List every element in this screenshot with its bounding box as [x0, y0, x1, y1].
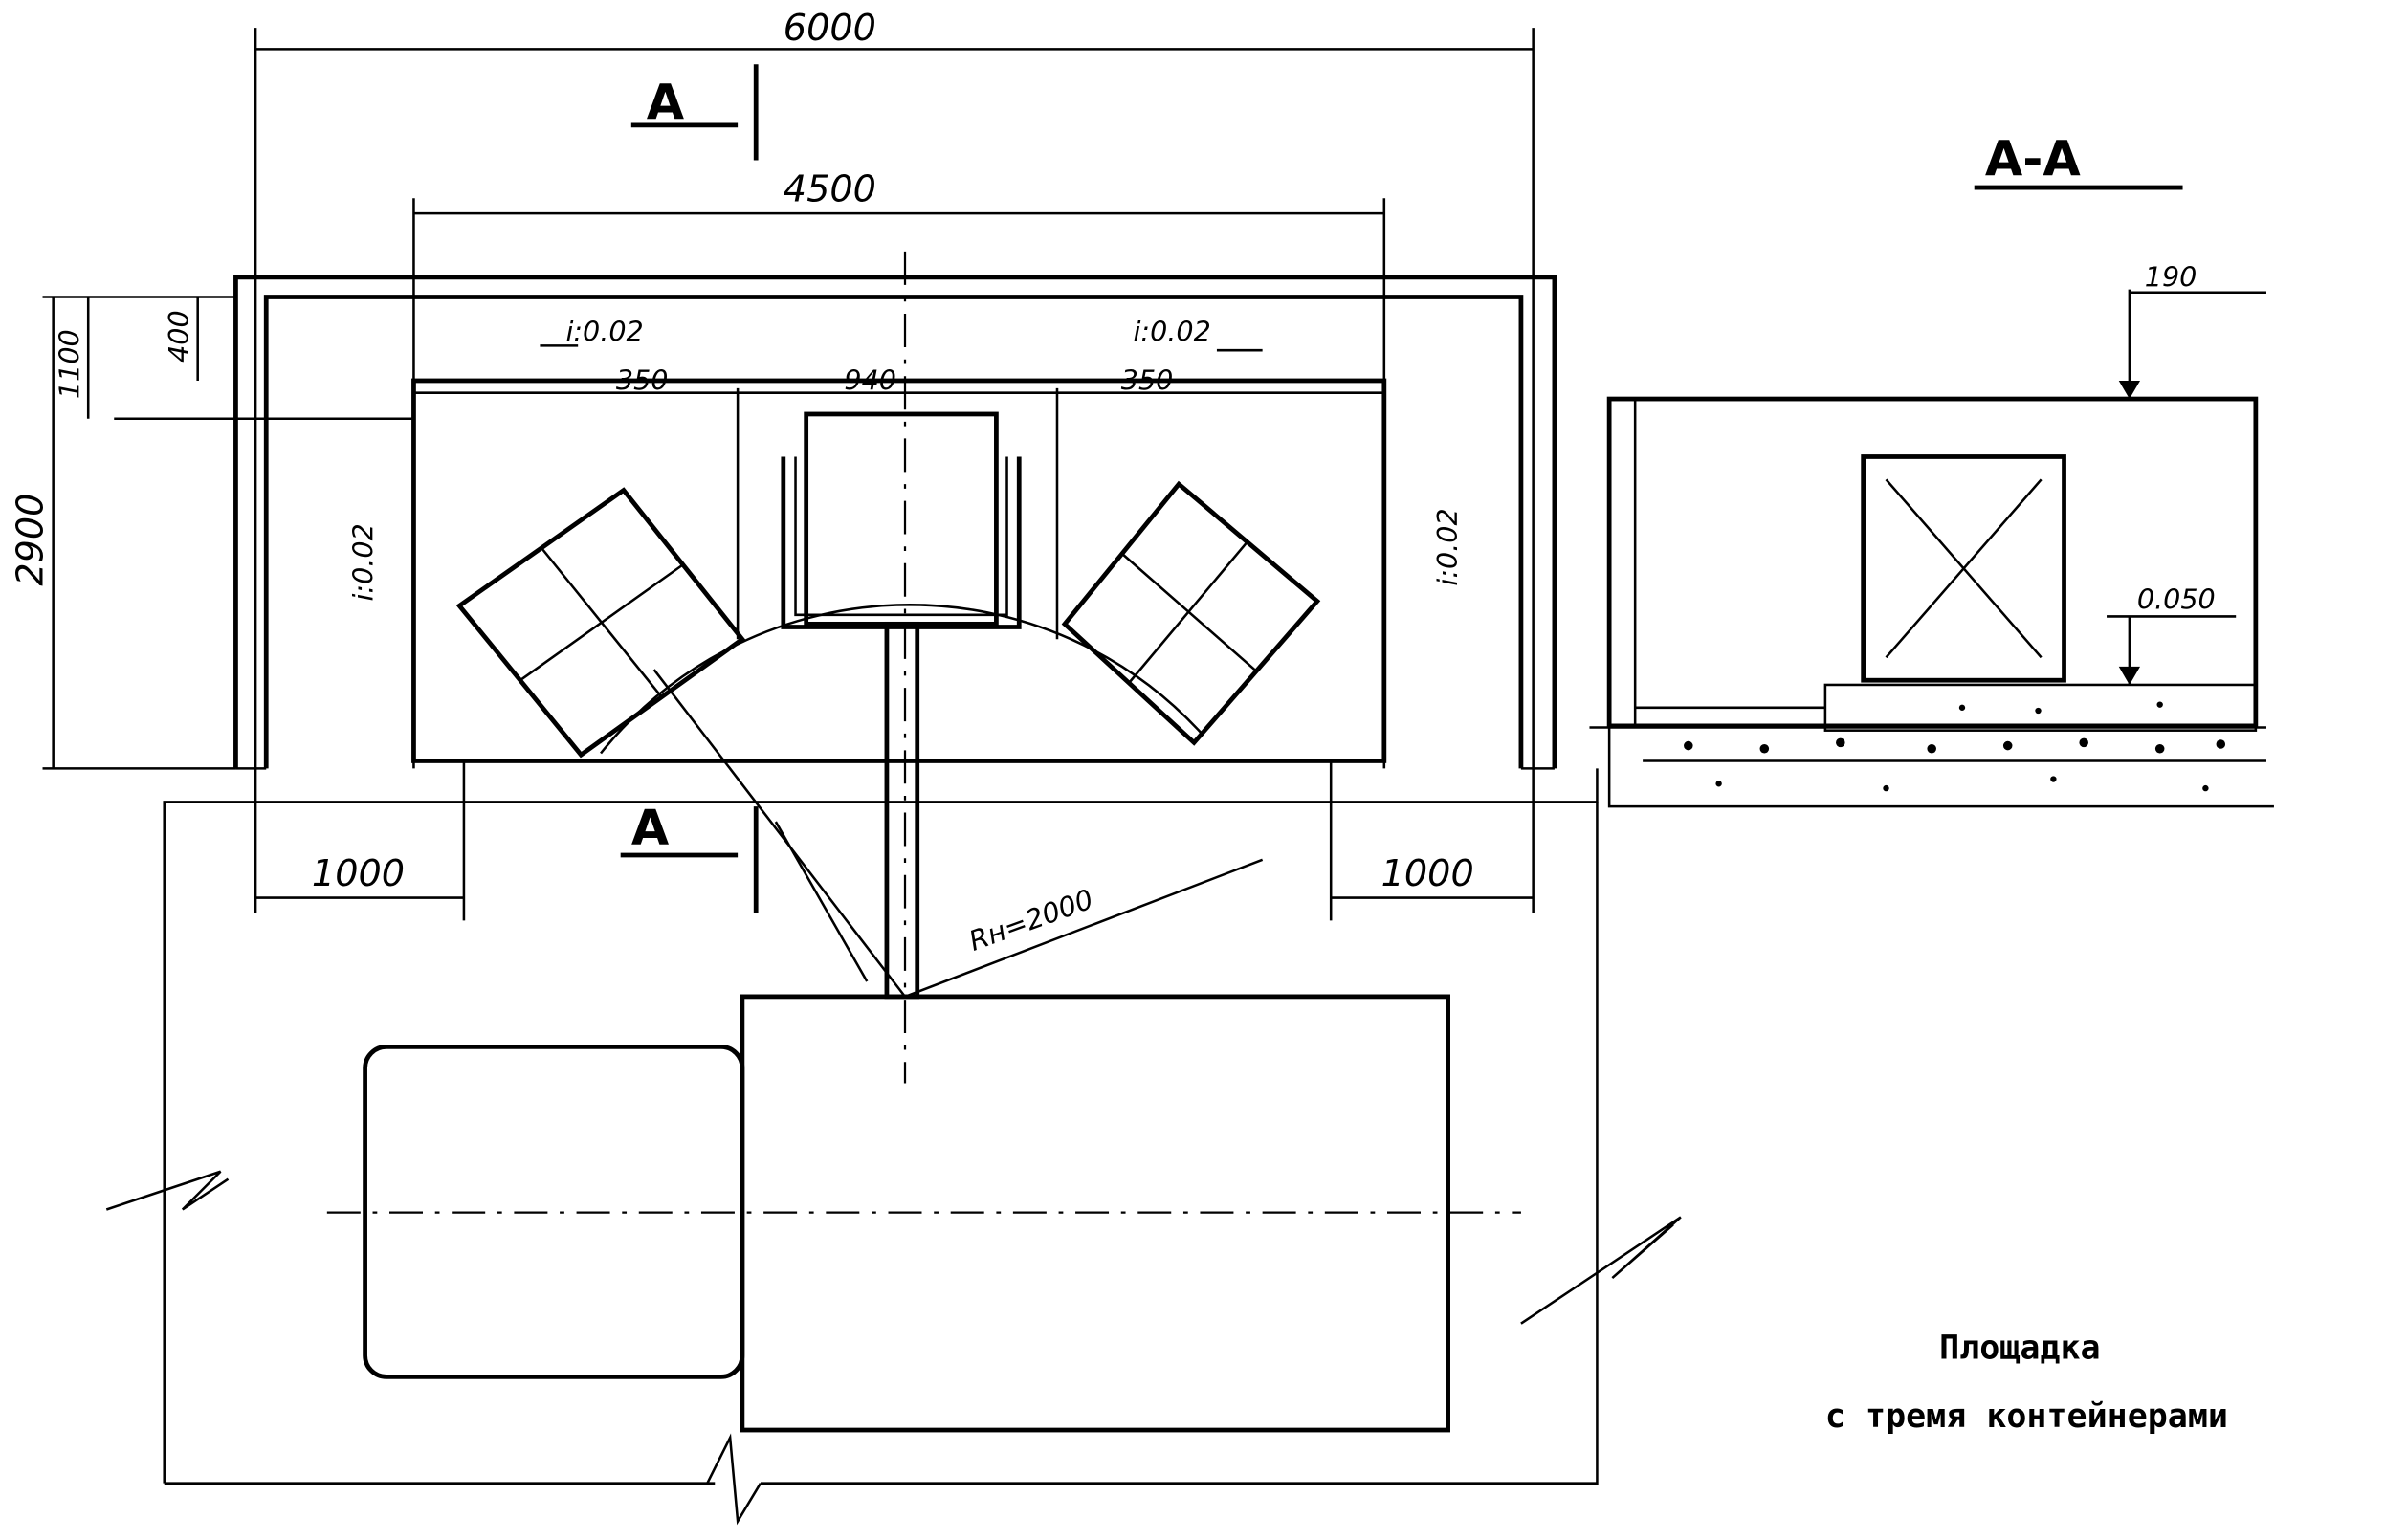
center-container	[781, 411, 1022, 629]
center-post	[884, 621, 920, 1000]
slope-label: i:0.02	[347, 523, 380, 601]
road-outline	[163, 768, 1599, 1484]
fence	[233, 275, 1557, 770]
garbage-truck	[363, 994, 1450, 1433]
thickness-label: 190	[2145, 260, 2197, 293]
break-mark	[706, 1433, 762, 1526]
svg-text:А: А	[631, 800, 670, 856]
caption-title: Площадка	[1939, 1329, 2100, 1367]
dim-350-left: 350	[616, 364, 669, 397]
dim-400: 400	[163, 310, 195, 363]
dim-4500: 4500	[412, 167, 1386, 769]
dim-4500-label: 4500	[784, 167, 876, 209]
dim-1000-right: 1000	[1381, 852, 1474, 894]
slope-label: i:0.02	[1133, 316, 1210, 348]
right-container	[1061, 480, 1321, 746]
dim-1100: 1100	[54, 329, 86, 399]
turning-arc	[600, 604, 1203, 755]
dim-2900: 2900	[10, 494, 52, 586]
slope-label: i:0.02	[565, 316, 643, 348]
left-container	[455, 487, 746, 759]
svg-text:А: А	[647, 75, 685, 131]
break-mark	[105, 1170, 230, 1211]
dim-6000: 6000	[254, 7, 1535, 913]
section-marker-bottom: А	[620, 800, 759, 913]
dim-1000-left: 1000	[312, 852, 405, 894]
section-title: А-А	[1985, 130, 2081, 187]
platform	[411, 378, 1387, 763]
dim-350-right: 350	[1121, 364, 1174, 397]
dim-940: 940	[844, 364, 896, 397]
section-a-a: А-А 190 0.050	[1589, 130, 2274, 808]
level-label: 0.050	[2137, 583, 2216, 615]
section-marker-top: А	[630, 64, 759, 161]
radius-label: Rн=2000	[964, 883, 1097, 957]
break-mark	[1520, 1216, 1682, 1325]
caption-subtitle: с тремя контейнерами	[1825, 1397, 2228, 1436]
dim-6000-label: 6000	[784, 7, 876, 49]
slope-label: i:0.02	[1431, 508, 1464, 585]
